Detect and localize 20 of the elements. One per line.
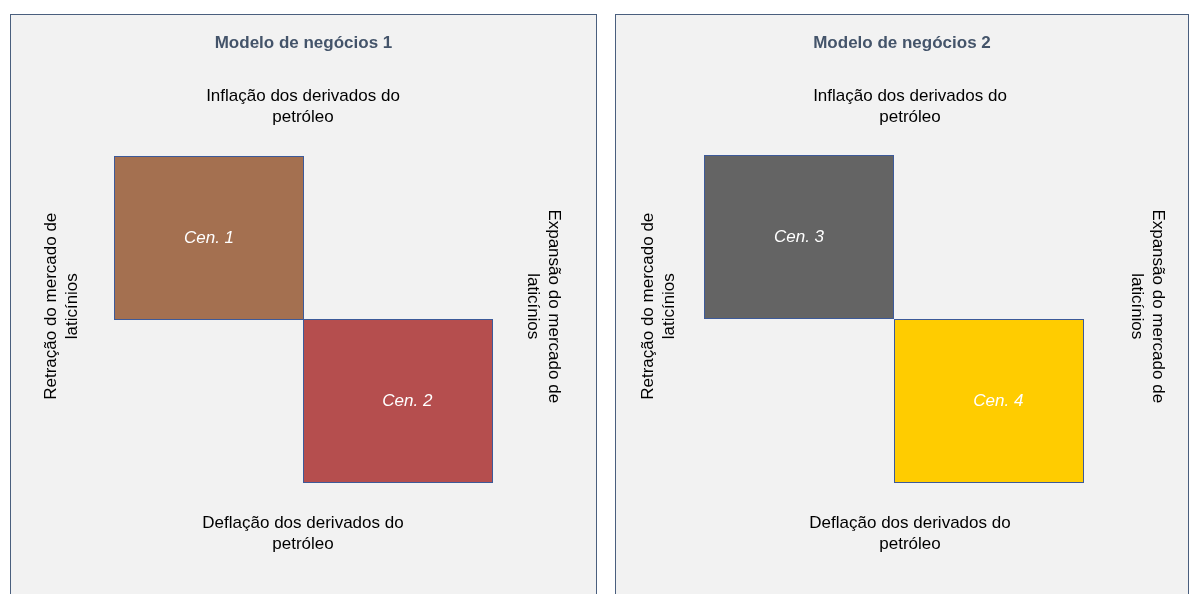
axis-label: Deflação dos derivados do petróleo (201, 512, 405, 555)
scenario-label: Cen. 1 (183, 228, 235, 248)
scenario-box (704, 155, 894, 319)
panel-title: Modelo de negócios 2 (812, 33, 992, 53)
scenario-label: Cen. 2 (382, 391, 433, 411)
scenario-box (894, 319, 1084, 483)
scenario-label: Cen. 4 (973, 391, 1024, 411)
panel (10, 14, 597, 594)
axis-label: Expansão do mercado de laticínios (523, 208, 566, 406)
scenario-box (303, 319, 493, 483)
axis-label: Retração do mercado de laticínios (39, 211, 82, 402)
scenario-box (114, 156, 304, 320)
panel (615, 14, 1189, 594)
axis-label: Inflação dos derivados do petróleo (812, 85, 1008, 128)
panel-title: Modelo de negócios 1 (213, 33, 394, 53)
scenario-label: Cen. 3 (773, 227, 825, 247)
axis-label: Deflação dos derivados do petróleo (808, 512, 1012, 555)
axis-label: Expansão do mercado de laticínios (1127, 208, 1170, 406)
axis-label: Retração do mercado de laticínios (636, 211, 679, 402)
axis-label: Inflação dos derivados do petróleo (205, 85, 401, 128)
